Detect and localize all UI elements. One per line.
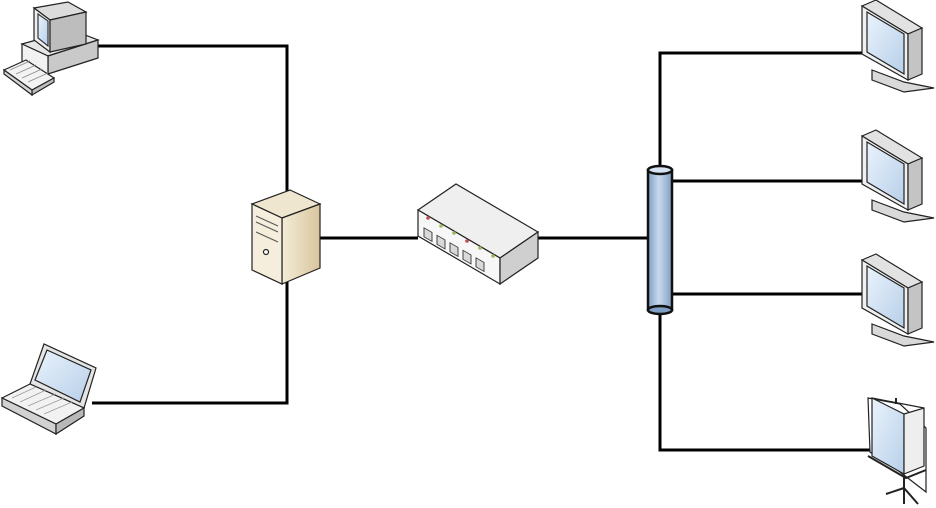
link-laptop-server: [92, 280, 289, 405]
desktop-computer-icon: [2, 1, 100, 97]
ethernet-switch-icon: [416, 183, 540, 286]
projection-screen-icon: [867, 397, 927, 505]
link-bus-projector: [658, 312, 870, 452]
lcd-monitor-icon: [860, 0, 935, 93]
link-desktop-server: [96, 44, 289, 192]
connection-lines: [92, 44, 870, 452]
lcd-monitor-icon: [860, 253, 935, 347]
tower-server-icon: [250, 189, 322, 285]
link-bus-monitor-1: [658, 51, 866, 168]
lcd-monitor-icon: [860, 129, 935, 223]
laptop-icon: [0, 343, 97, 436]
cylinder-bus-icon: [646, 164, 674, 316]
